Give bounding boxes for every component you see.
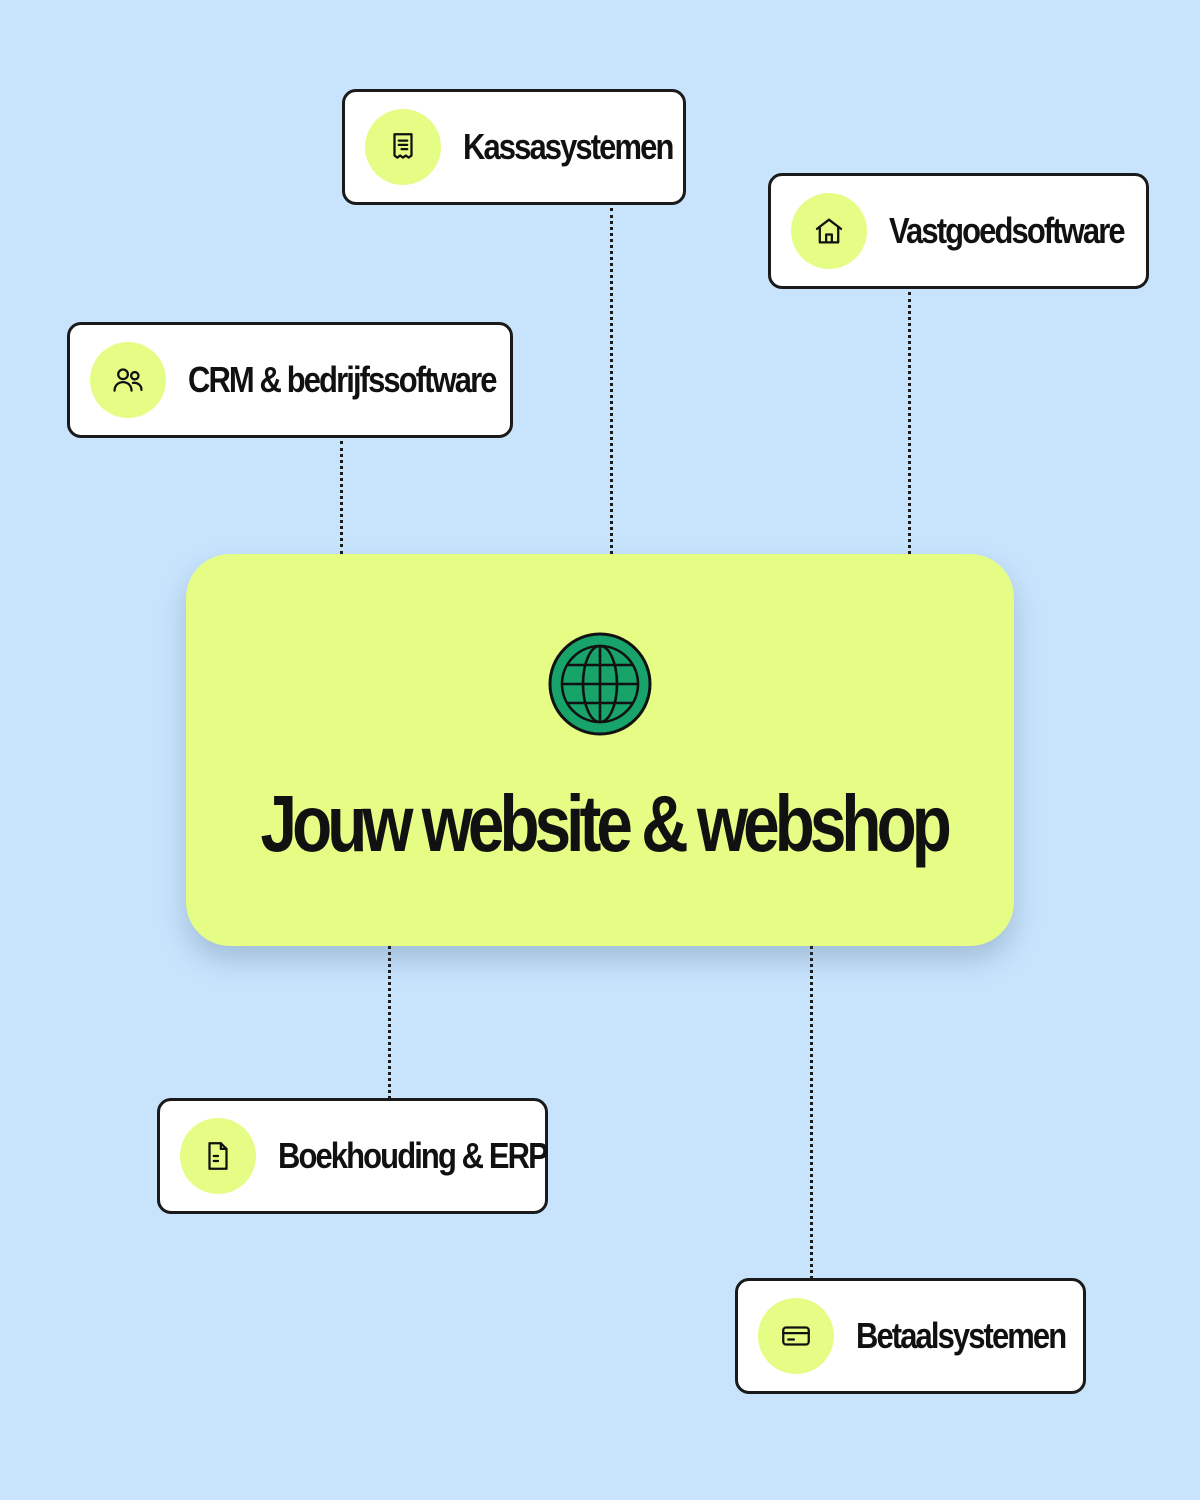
connector-crm	[340, 441, 343, 554]
node-boekhouding-erp: Boekhouding & ERP	[157, 1098, 549, 1214]
node-vastgoedsoftware: Vastgoedsoftware	[768, 173, 1149, 289]
connector-vastgoedsoftware	[908, 292, 911, 554]
node-label: CRM & bedrijfssoftware	[188, 359, 497, 400]
receipt-icon	[393, 133, 413, 159]
connector-boekhouding	[388, 946, 391, 1099]
node-kassasystemen: Kassasystemen	[342, 89, 686, 205]
house-icon-badge	[791, 193, 867, 269]
node-crm-bedrijfssoftware: CRM & bedrijfssoftware	[67, 322, 513, 438]
node-betaalsystemen: Betaalsystemen	[735, 1278, 1086, 1394]
connector-betaalsystemen	[810, 946, 813, 1279]
users-icon	[113, 368, 143, 392]
node-label: Vastgoedsoftware	[889, 210, 1126, 251]
receipt-icon-badge	[365, 109, 441, 185]
credit-card-icon-badge	[758, 1298, 834, 1374]
users-icon-badge	[90, 342, 166, 418]
credit-card-icon	[782, 1326, 810, 1346]
globe-icon	[548, 632, 652, 736]
node-label: Boekhouding & ERP	[278, 1135, 549, 1176]
node-label: Kassasystemen	[463, 126, 674, 167]
node-label: Betaalsystemen	[856, 1315, 1067, 1356]
hub-title: Jouw website & webshop	[260, 779, 952, 868]
document-icon-badge	[180, 1118, 256, 1194]
document-icon	[208, 1142, 228, 1170]
connector-kassasystemen	[610, 208, 613, 554]
hub-card: Jouw website & webshop	[186, 554, 1014, 946]
house-icon	[815, 218, 843, 244]
